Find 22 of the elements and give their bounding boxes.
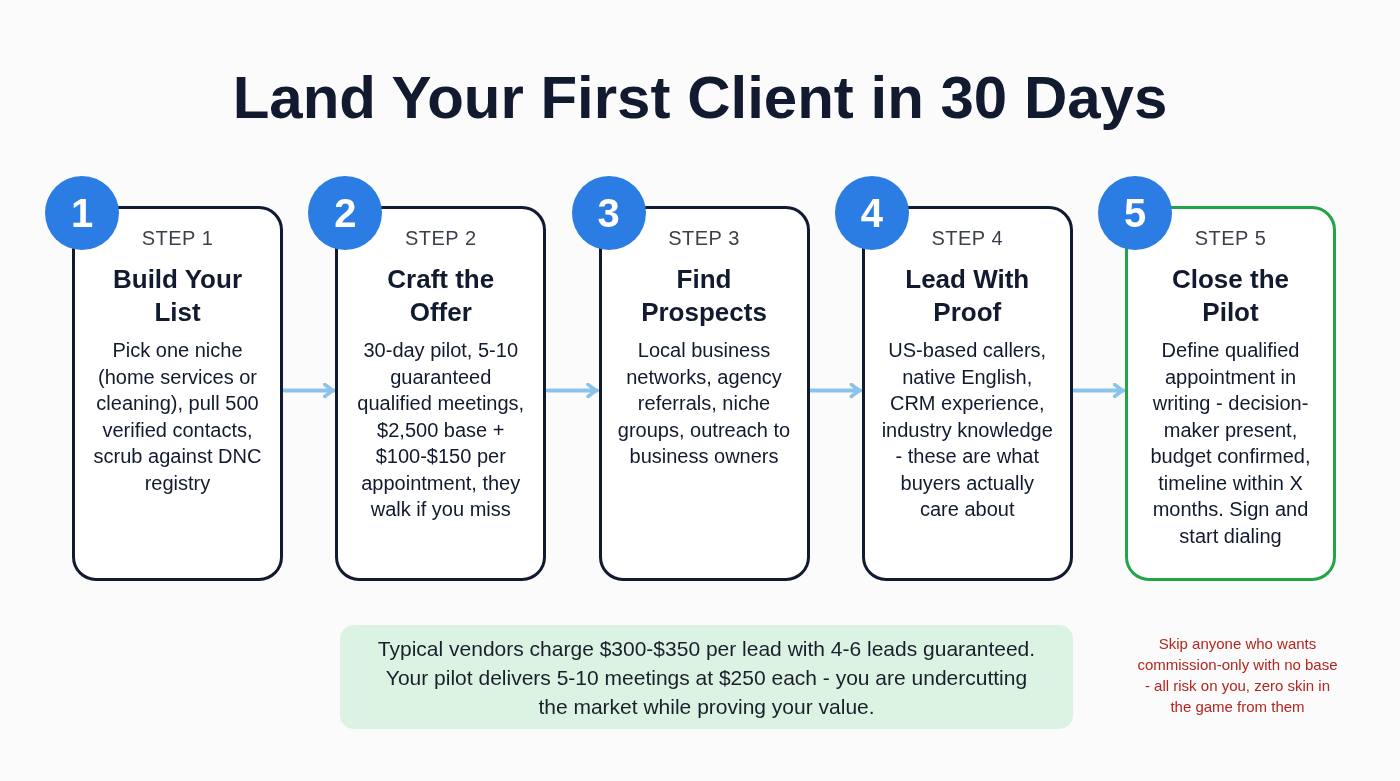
arrow [282,382,336,399]
step-label: STEP 1 [141,226,214,251]
step-description: Pick one niche (home services or cleaning), pull 500 verified contacts, scrub against DNC registry [92,338,263,496]
step-heading: Lead With Proof [904,263,1031,329]
step-description: Define qualified appointment in writing - decision-maker present, budget confirmed, timeline within X months. Sign and start dialing [1149,338,1312,549]
step-label: STEP 5 [1194,226,1267,251]
summary-callout: Typical vendors charge $300-$350 per lead with 4-6 leads guaranteed. Your pilot delivers 5-10 meetings at $250 each - you are undercutting the market while proving your value. [340,625,1073,729]
step-heading: Find Prospects [640,263,768,329]
step-description: US-based callers, native English, CRM experience, industry knowledge - these are what buyers actually care about [880,338,1054,522]
warning-note: Skip anyone who wants commission-only with no base - all risk on you, zero skin in the game from them [1136,634,1339,717]
arrow [1072,382,1126,399]
step-label: STEP 4 [931,226,1004,251]
arrow [545,382,599,399]
arrow [809,382,863,399]
step-description: 30-day pilot, 5-10 guaranteed qualified meetings, $2,500 base + $100-$150 per appointment, they walk if you miss [356,338,526,522]
step-description: Local business networks, agency referrals, niche groups, outreach to business owners [617,338,791,469]
step-label: STEP 2 [404,226,477,251]
step-heading: Build Your List [111,263,243,329]
step-heading: Craft the Offer [386,263,496,329]
step-heading: Close the Pilot [1171,263,1290,329]
page-title: Land Your First Client in 30 Days [231,63,1169,133]
step-label: STEP 3 [668,226,740,251]
